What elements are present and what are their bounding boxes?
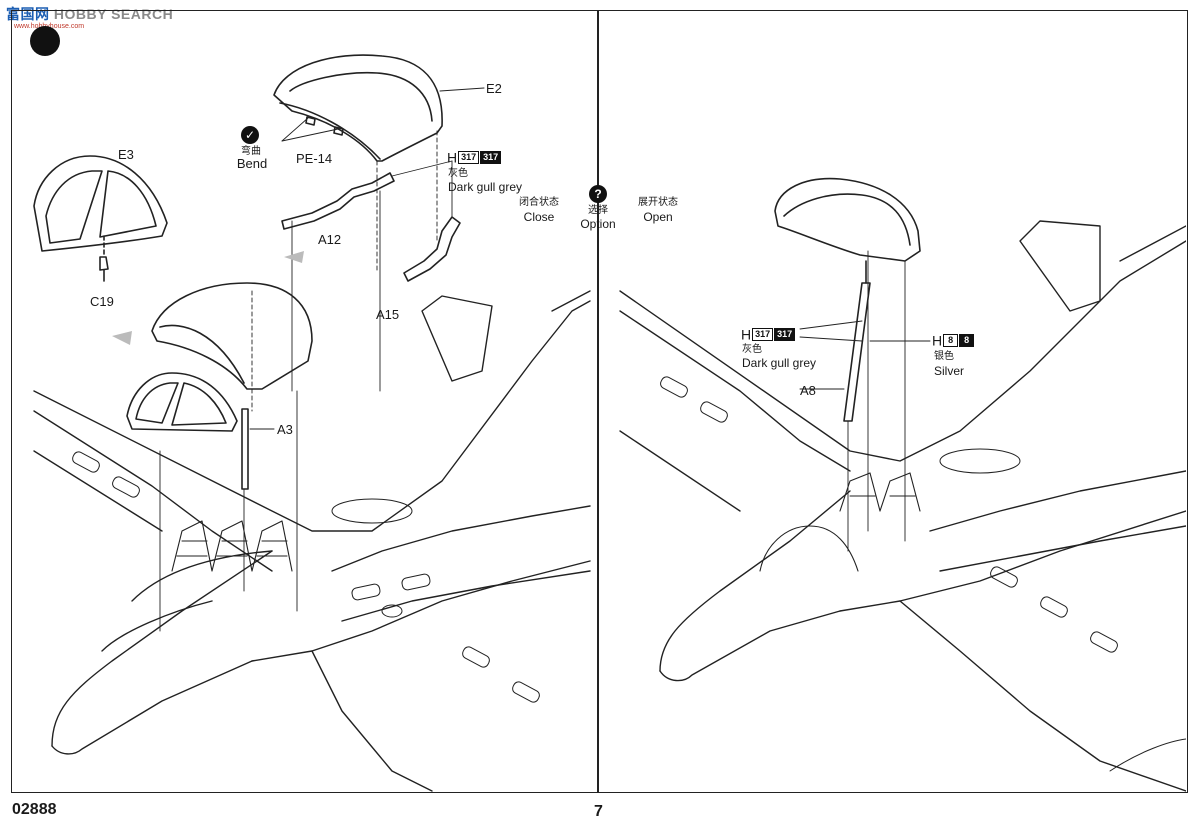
check-icon: ✓ [241,126,259,144]
label-e3: E3 [118,147,134,162]
page-number: 7 [594,803,603,820]
paint-code-right-hobby: 317 [752,328,774,342]
part-a15-rail [403,216,461,282]
aircraft-fuselage [33,290,591,792]
aircraft-fuselage-right [619,220,1186,792]
part-c19 [99,256,109,271]
label-c19: C19 [90,294,114,309]
part-windscreen-fitted [126,372,238,432]
label-a8: A8 [800,383,816,398]
question-icon: ? [589,185,607,203]
paint-right-grey-cn: 灰色 [742,344,762,355]
part-e3-windscreen [33,155,168,252]
left-assembly-drawing [33,54,591,792]
bend-label-en: Bend [236,156,268,171]
right-assembly-drawing [619,177,1186,792]
label-a15: A15 [376,307,400,322]
paint-en: Dark gull grey [448,180,523,194]
part-a12-rail [281,172,395,230]
option-close-en: Close [523,210,555,224]
label-a3: A3 [277,422,293,437]
step-badge [30,26,60,56]
label-e2: E2 [486,81,502,96]
left-panel-frame [11,10,598,793]
label-a12: A12 [318,232,342,247]
option-cn: 选择 [588,205,608,216]
paint-right-grey-en: Dark gull grey [742,356,817,370]
paint-code-hobby: 317 [458,151,480,165]
paint-cn: 灰色 [448,168,468,179]
label-pe14: PE-14 [296,151,333,166]
bend-label-cn: 弯曲 [241,146,261,157]
right-panel-frame [598,10,1188,793]
paint-code-silver-hobby: 8 [943,334,959,348]
wing-panel-lines [72,451,540,703]
option-en: Option [580,217,616,231]
paint-code-silver-mr: 8 [959,334,975,348]
part-a3-strut [241,408,249,490]
paint-letter: H [447,149,458,166]
part-a8-strut [843,282,871,422]
paint-code-mr: 317 [480,151,502,165]
option-open-cn: 展开状态 [638,197,678,208]
direction-arrows [112,251,304,345]
assembly-guide-lines-right [799,250,931,552]
part-canopy-assembled [151,282,313,390]
part-e2-canopy [273,54,443,162]
assembly-guide-lines [159,117,453,632]
part-canopy-open [774,177,921,262]
option-open-en: Open [643,210,673,224]
paint-silver-cn: 银色 [934,351,954,362]
option-close-cn: 闭合状态 [519,197,559,208]
paint-code-right-mr: 317 [774,328,796,342]
cockpit-open [759,472,921,572]
paint-silver-en: Silver [934,364,965,378]
paint-letter-right: H [741,326,752,343]
kit-number: 02888 [12,801,57,818]
paint-letter-silver: H [932,332,943,349]
cockpit-seats [171,520,293,572]
wing-panel-lines-right [660,376,1186,772]
